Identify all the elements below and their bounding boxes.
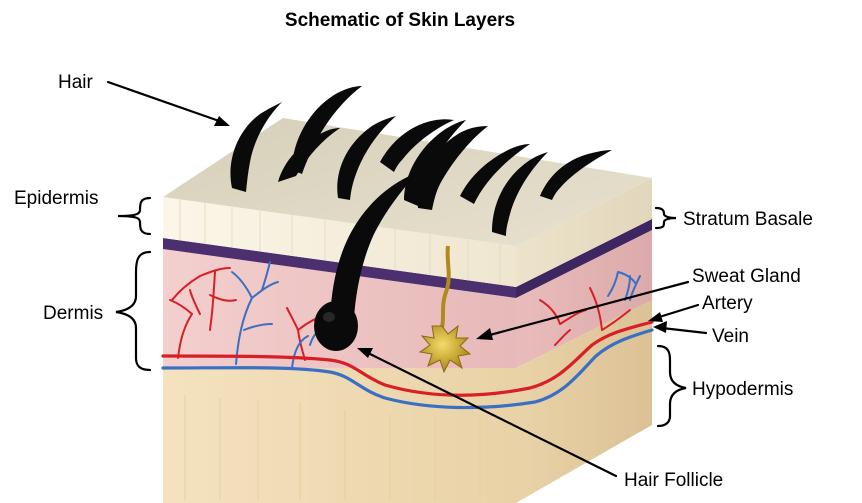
- hair-arrow: [108, 82, 222, 122]
- vein-arrow: [662, 328, 706, 333]
- label-sweat-gland: Sweat Gland: [692, 266, 801, 287]
- label-hair: Hair: [58, 72, 94, 93]
- stratum-basale-brace: [656, 208, 676, 228]
- vein-arrowhead: [653, 321, 667, 333]
- label-stratum-basale: Stratum Basale: [683, 209, 813, 230]
- follicle-bulb: [314, 301, 358, 351]
- label-dermis: Dermis: [43, 303, 103, 324]
- dermis-brace: [116, 252, 150, 370]
- label-vein: Vein: [712, 326, 749, 347]
- label-hypodermis: Hypodermis: [692, 379, 793, 400]
- follicle-bulb-highlight: [323, 312, 335, 322]
- label-epidermis: Epidermis: [14, 188, 98, 209]
- artery-arrow: [656, 305, 698, 318]
- diagram-title: Schematic of Skin Layers: [285, 10, 515, 31]
- label-artery: Artery: [702, 293, 753, 314]
- hypodermis-front: [163, 368, 516, 503]
- hypodermis-brace: [658, 346, 686, 426]
- epidermis-brace: [118, 198, 150, 234]
- label-hair-follicle: Hair Follicle: [624, 470, 723, 491]
